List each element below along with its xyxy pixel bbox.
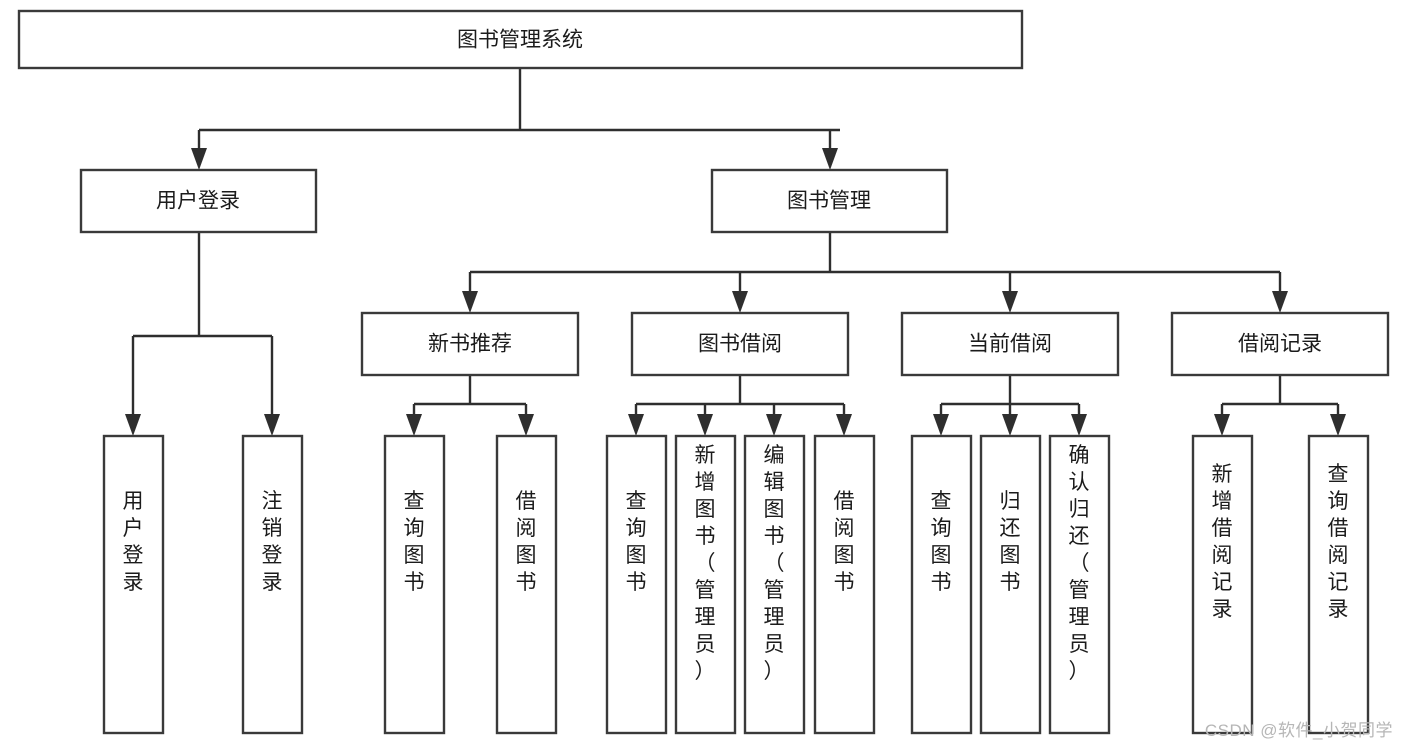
arrow-borrow-record-leaf-2 — [1330, 414, 1346, 436]
leaf-book-borrow-4-label: 借阅图书 — [834, 490, 855, 594]
arrow-new-book-leaf-2 — [518, 414, 534, 436]
arrow-user-login-leaf-2 — [264, 414, 280, 436]
leaf-user-login-2-label: 注销登录 — [262, 490, 283, 594]
leaf-book-borrow-3-label: 编辑图书（管理员） — [764, 444, 785, 683]
arrow-current-borrow-leaf-3 — [1071, 414, 1087, 436]
node-new-book-recommend-box[interactable] — [360, 311, 580, 377]
node-user-login[interactable]: 用户登录 — [79, 168, 318, 234]
leaf-current-borrow-3[interactable]: 确认归还（管理员） — [1048, 434, 1111, 735]
node-borrow-record[interactable]: 借阅记录 — [1170, 311, 1390, 377]
leaf-new-book-1-label: 查询图书 — [404, 490, 425, 594]
leaf-book-borrow-1[interactable]: 查询图书 — [605, 434, 668, 735]
leaf-current-borrow-1-label: 查询图书 — [931, 490, 952, 594]
leaf-current-borrow-3-box[interactable] — [1048, 434, 1111, 735]
leaf-book-borrow-2-box[interactable] — [674, 434, 737, 735]
leaf-new-book-1[interactable]: 查询图书 — [383, 434, 446, 735]
leaf-book-borrow-4-box[interactable] — [813, 434, 876, 735]
node-book-management-label: 图书管理 — [787, 190, 871, 213]
leaf-new-book-2-label: 借阅图书 — [516, 490, 537, 594]
node-user-login-label: 用户登录 — [156, 190, 240, 213]
node-book-borrow-label: 图书借阅 — [698, 333, 782, 356]
node-user-login-box[interactable] — [79, 168, 318, 234]
node-new-book-recommend-label: 新书推荐 — [428, 333, 512, 356]
arrow-borrow-record-leaf-1 — [1214, 414, 1230, 436]
arrow-current-borrow-leaf-1 — [933, 414, 949, 436]
leaf-user-login-2-box[interactable] — [241, 434, 304, 735]
leaf-borrow-record-2-box[interactable] — [1307, 434, 1370, 735]
node-book-management-box[interactable] — [710, 168, 949, 234]
leaf-borrow-record-1[interactable]: 新增借阅记录 — [1191, 434, 1254, 735]
arrow-book-borrow-leaf-3 — [766, 414, 782, 436]
leaf-new-book-2[interactable]: 借阅图书 — [495, 434, 558, 735]
arrow-book-borrow-leaf-1 — [628, 414, 644, 436]
arrow-user-login-leaf-1 — [125, 414, 141, 436]
leaf-borrow-record-1-label: 新增借阅记录 — [1212, 463, 1233, 621]
leaf-current-borrow-1-box[interactable] — [910, 434, 973, 735]
leaf-current-borrow-2-label: 归还图书 — [1000, 490, 1021, 594]
node-new-book-recommend[interactable]: 新书推荐 — [360, 311, 580, 377]
node-borrow-record-label: 借阅记录 — [1238, 333, 1322, 356]
node-book-borrow-box[interactable] — [630, 311, 850, 377]
node-current-borrow-box[interactable] — [900, 311, 1120, 377]
leaf-new-book-1-box[interactable] — [383, 434, 446, 735]
leaf-book-borrow-3[interactable]: 编辑图书（管理员） — [743, 434, 806, 735]
arrow-to-book-borrow — [732, 291, 748, 313]
node-current-borrow[interactable]: 当前借阅 — [900, 311, 1120, 377]
node-root-label: 图书管理系统 — [457, 29, 583, 52]
leaf-user-login-1[interactable]: 用户登录 — [102, 434, 165, 735]
node-root[interactable]: 图书管理系统 — [17, 9, 1024, 70]
leaf-borrow-record-1-box[interactable] — [1191, 434, 1254, 735]
leaf-new-book-2-box[interactable] — [495, 434, 558, 735]
leaf-book-borrow-2[interactable]: 新增图书（管理员） — [674, 434, 737, 735]
leaf-book-borrow-1-box[interactable] — [605, 434, 668, 735]
arrow-to-book-mgmt — [822, 148, 838, 170]
leaf-user-login-2[interactable]: 注销登录 — [241, 434, 304, 735]
arrow-current-borrow-leaf-2 — [1002, 414, 1018, 436]
leaf-borrow-record-2-label: 查询借阅记录 — [1328, 463, 1349, 621]
arrow-book-borrow-leaf-4 — [836, 414, 852, 436]
edges-layer — [125, 68, 1346, 436]
leaf-book-borrow-4[interactable]: 借阅图书 — [813, 434, 876, 735]
node-book-management[interactable]: 图书管理 — [710, 168, 949, 234]
leaf-current-borrow-2-box[interactable] — [979, 434, 1042, 735]
leaf-book-borrow-1-label: 查询图书 — [626, 490, 647, 594]
leaf-current-borrow-3-label: 确认归还（管理员） — [1069, 444, 1090, 683]
arrow-to-current-borrow — [1002, 291, 1018, 313]
leaf-current-borrow-2[interactable]: 归还图书 — [979, 434, 1042, 735]
leaf-user-login-1-label: 用户登录 — [123, 490, 144, 594]
arrow-new-book-leaf-1 — [406, 414, 422, 436]
leaf-user-login-1-box[interactable] — [102, 434, 165, 735]
node-book-borrow[interactable]: 图书借阅 — [630, 311, 850, 377]
node-current-borrow-label: 当前借阅 — [968, 333, 1052, 356]
leaf-borrow-record-2[interactable]: 查询借阅记录 — [1307, 434, 1370, 735]
node-root-box[interactable] — [17, 9, 1024, 70]
leaf-book-borrow-2-label: 新增图书（管理员） — [695, 444, 716, 683]
node-borrow-record-box[interactable] — [1170, 311, 1390, 377]
arrow-to-borrow-record — [1272, 291, 1288, 313]
leaf-book-borrow-3-box[interactable] — [743, 434, 806, 735]
arrow-book-borrow-leaf-2 — [697, 414, 713, 436]
arrow-to-new-book — [462, 291, 478, 313]
arrow-to-user-login — [191, 148, 207, 170]
leaf-current-borrow-1[interactable]: 查询图书 — [910, 434, 973, 735]
